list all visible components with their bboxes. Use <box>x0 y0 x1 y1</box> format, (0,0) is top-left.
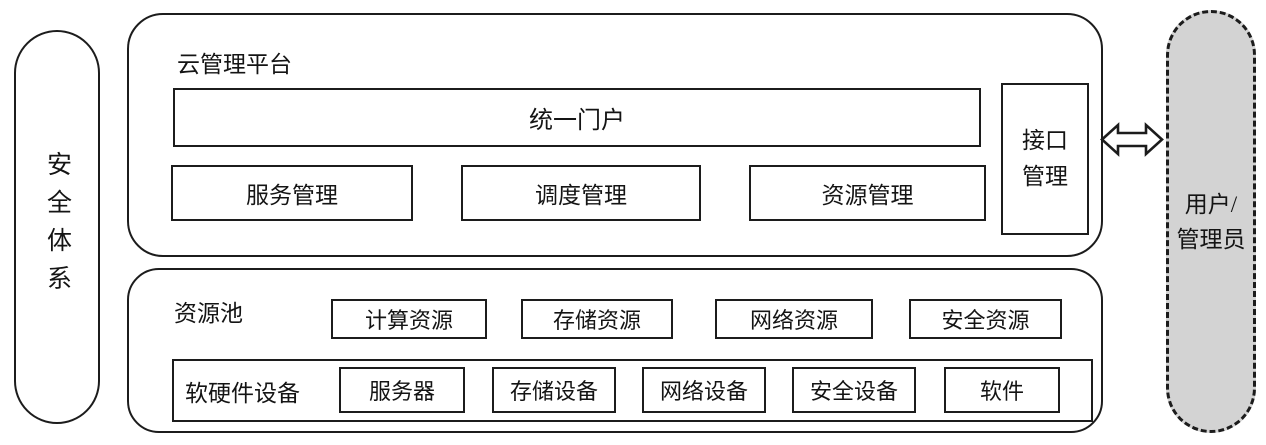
user-admin-label-line1: 用户/ <box>1184 191 1238 217</box>
user-admin-panel: 用户/ 管理员 <box>1166 10 1256 433</box>
user-admin-label-line2: 管理员 <box>1176 226 1246 252</box>
security-system-label: 安全体系 <box>43 151 71 303</box>
resource-management-label: 资源管理 <box>821 183 914 208</box>
service-management-box: 服务管理 <box>171 165 413 221</box>
hardware-software-equipment-container: 软硬件设备 服务器 存储设备 网络设备 安全设备 软件 <box>172 359 1093 422</box>
storage-resource-label: 存储资源 <box>552 308 641 333</box>
interface-management-label-line2: 管理 <box>1022 164 1068 189</box>
server-label: 服务器 <box>368 379 435 404</box>
computing-resource-label: 计算资源 <box>364 308 453 333</box>
network-resource-box: 网络资源 <box>715 299 873 339</box>
hardware-software-equipment-label: 软硬件设备 <box>185 380 300 406</box>
interface-management-box: 接口 管理 <box>1001 83 1089 235</box>
unified-portal-label: 统一门户 <box>529 108 625 134</box>
security-system-panel: 安全体系 <box>14 30 100 424</box>
security-equipment-label: 安全设备 <box>809 379 898 404</box>
scheduling-management-label: 调度管理 <box>535 183 627 208</box>
cloud-platform-title: 云管理平台 <box>177 52 292 77</box>
security-equipment-box: 安全设备 <box>792 367 916 413</box>
resource-management-box: 资源管理 <box>749 165 986 221</box>
cloud-platform-panel: 云管理平台 统一门户 服务管理 调度管理 资源管理 接口 管理 <box>127 13 1103 257</box>
network-resource-label: 网络资源 <box>749 308 838 333</box>
security-resource-box: 安全资源 <box>909 299 1062 339</box>
server-box: 服务器 <box>339 367 465 413</box>
scheduling-management-box: 调度管理 <box>461 165 701 221</box>
interface-management-label-line1: 接口 <box>1022 128 1068 153</box>
network-equipment-box: 网络设备 <box>642 367 766 413</box>
storage-equipment-box: 存储设备 <box>492 367 616 413</box>
software-label: 软件 <box>979 379 1024 404</box>
storage-resource-box: 存储资源 <box>521 299 673 339</box>
unified-portal-box: 统一门户 <box>173 88 981 147</box>
computing-resource-box: 计算资源 <box>331 299 487 339</box>
resource-pool-title: 资源池 <box>174 301 243 326</box>
resource-pool-panel: 资源池 计算资源 存储资源 网络资源 安全资源 软硬件设备 服务器 存储设备 网… <box>127 268 1103 433</box>
software-box: 软件 <box>944 367 1060 413</box>
service-management-label: 服务管理 <box>246 183 338 208</box>
storage-equipment-label: 存储设备 <box>509 379 598 404</box>
network-equipment-label: 网络设备 <box>659 379 748 404</box>
security-resource-label: 安全资源 <box>941 308 1030 333</box>
bidirectional-arrow-icon <box>1099 117 1165 162</box>
